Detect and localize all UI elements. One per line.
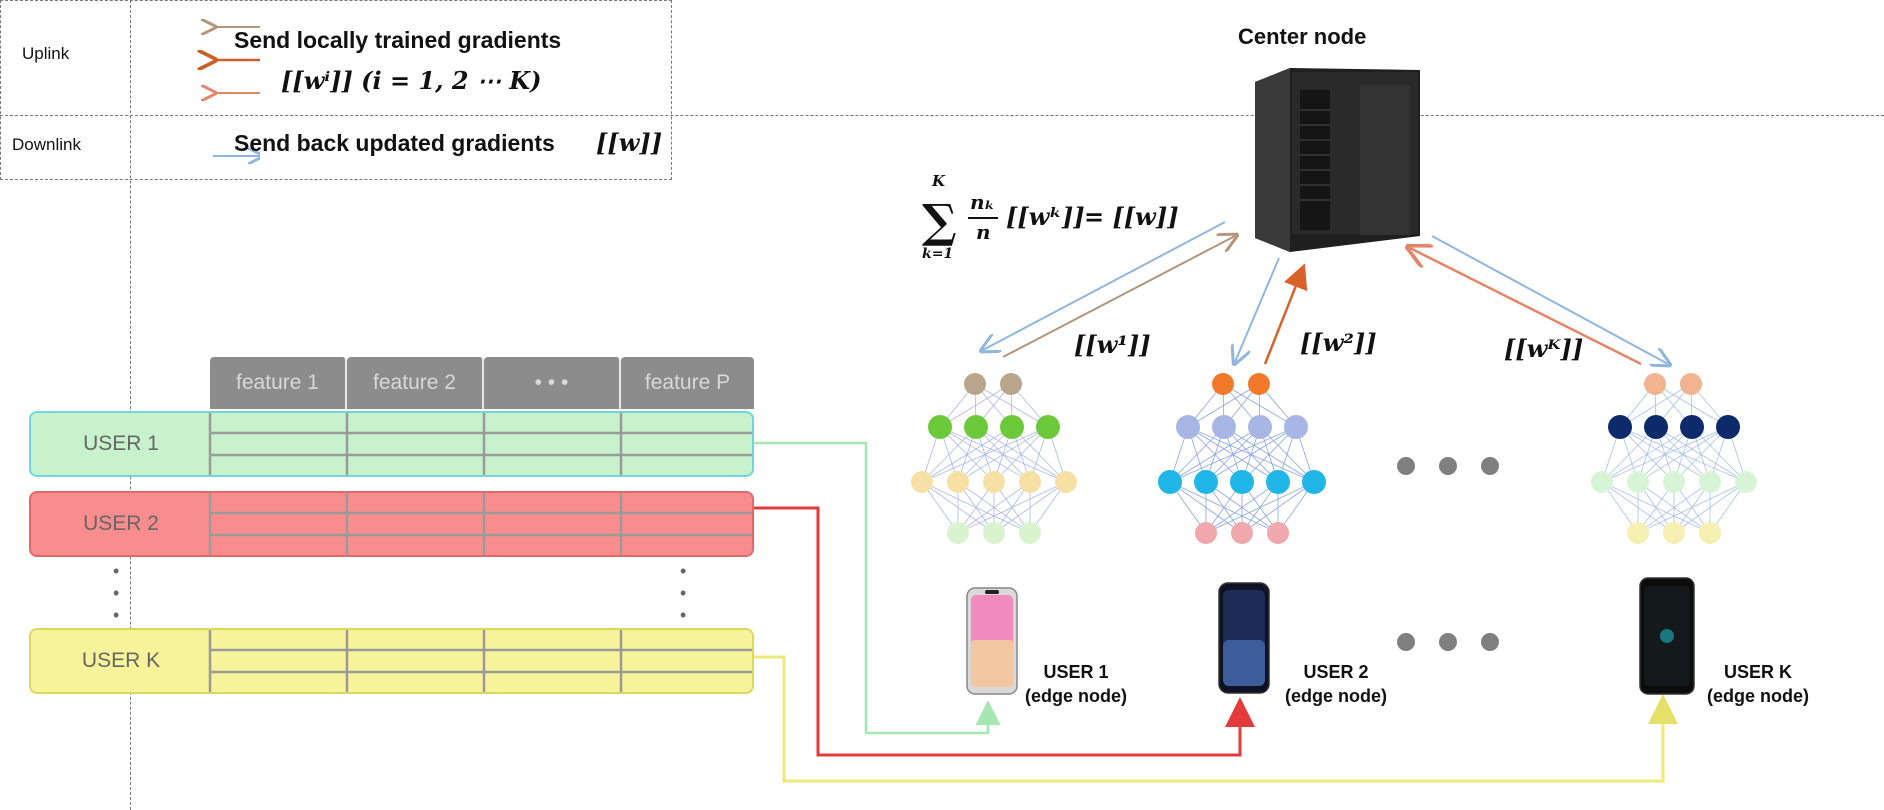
model-label-user-1: [[w¹]] bbox=[1074, 330, 1151, 359]
feature-header-1: feature 1 bbox=[210, 357, 347, 409]
sum-symbol: ∑ bbox=[922, 194, 957, 248]
frac-numerator: nₖ bbox=[970, 190, 996, 214]
user-2-data-line bbox=[754, 506, 1255, 757]
downlink-label: Downlink bbox=[12, 135, 81, 154]
table-row-user-2: USER 2 bbox=[29, 491, 754, 557]
server-tower-icon bbox=[1255, 68, 1420, 252]
neural-network-user-2 bbox=[1158, 373, 1326, 544]
edge-node-user-k: USER K(edge node) bbox=[1707, 662, 1809, 706]
row-ellipsis-right: ••• bbox=[680, 561, 687, 625]
row-user-1-name: USER 1 bbox=[83, 432, 159, 455]
edge-node-user-2: USER 2(edge node) bbox=[1285, 662, 1387, 706]
model-label-user-k: [[wᴷ]] bbox=[1504, 334, 1584, 363]
device-ellipsis-dots bbox=[1397, 633, 1499, 651]
feature-header-p: feature P bbox=[621, 357, 754, 409]
table-row-user-1: USER 1 bbox=[29, 411, 754, 477]
phone-user-2-icon bbox=[1218, 582, 1270, 694]
feature-header-2: feature 2 bbox=[347, 357, 484, 409]
uplink-description: Send locally trained gradients bbox=[234, 27, 562, 53]
neural-network-user-k bbox=[1591, 373, 1757, 544]
user-k-data-line bbox=[754, 655, 1678, 783]
phone-user-k-icon bbox=[1639, 577, 1695, 695]
network-ellipsis-dots bbox=[1397, 457, 1499, 475]
frac-denominator: n bbox=[976, 220, 991, 244]
legend-divider-horizontal bbox=[0, 115, 1884, 116]
uplink-label: Uplink bbox=[22, 44, 70, 63]
edge-node-user-1: USER 1(edge node) bbox=[1025, 662, 1127, 706]
feature-header-ellipsis: • • • bbox=[484, 357, 621, 409]
model-label-user-2: [[w²]] bbox=[1300, 328, 1377, 357]
downlink-description: Send back updated gradients bbox=[234, 130, 555, 156]
sum-upper: K bbox=[932, 172, 946, 190]
formula-rhs: = [[w]] bbox=[1084, 202, 1179, 231]
neural-network-user-1 bbox=[911, 373, 1077, 544]
frac-bar bbox=[968, 217, 998, 219]
legend-divider-vertical bbox=[130, 0, 131, 810]
phone-user-1-icon bbox=[966, 587, 1018, 695]
aggregation-formula: ∑ K k=1 nₖ n [[wᵏ]] = [[w]] bbox=[918, 168, 1179, 268]
sum-lower: k=1 bbox=[922, 246, 954, 262]
row-user-2-name: USER 2 bbox=[83, 512, 159, 535]
formula-w: [[wᵏ]] bbox=[1006, 202, 1085, 231]
link-arrows bbox=[983, 221, 1668, 364]
uplink-math: [[wⁱ]] (i = 1, 2 ⋯ K) bbox=[281, 66, 542, 95]
legend-arrows-icon bbox=[140, 10, 260, 170]
center-node-label: Center node bbox=[1238, 24, 1367, 49]
user-1-data-line bbox=[754, 441, 1001, 735]
row-user-k-name: USER K bbox=[81, 649, 161, 672]
table-row-user-k: USER K bbox=[29, 628, 754, 694]
downlink-math: [[w]] bbox=[596, 128, 663, 157]
row-ellipsis-left: ••• bbox=[113, 561, 120, 625]
